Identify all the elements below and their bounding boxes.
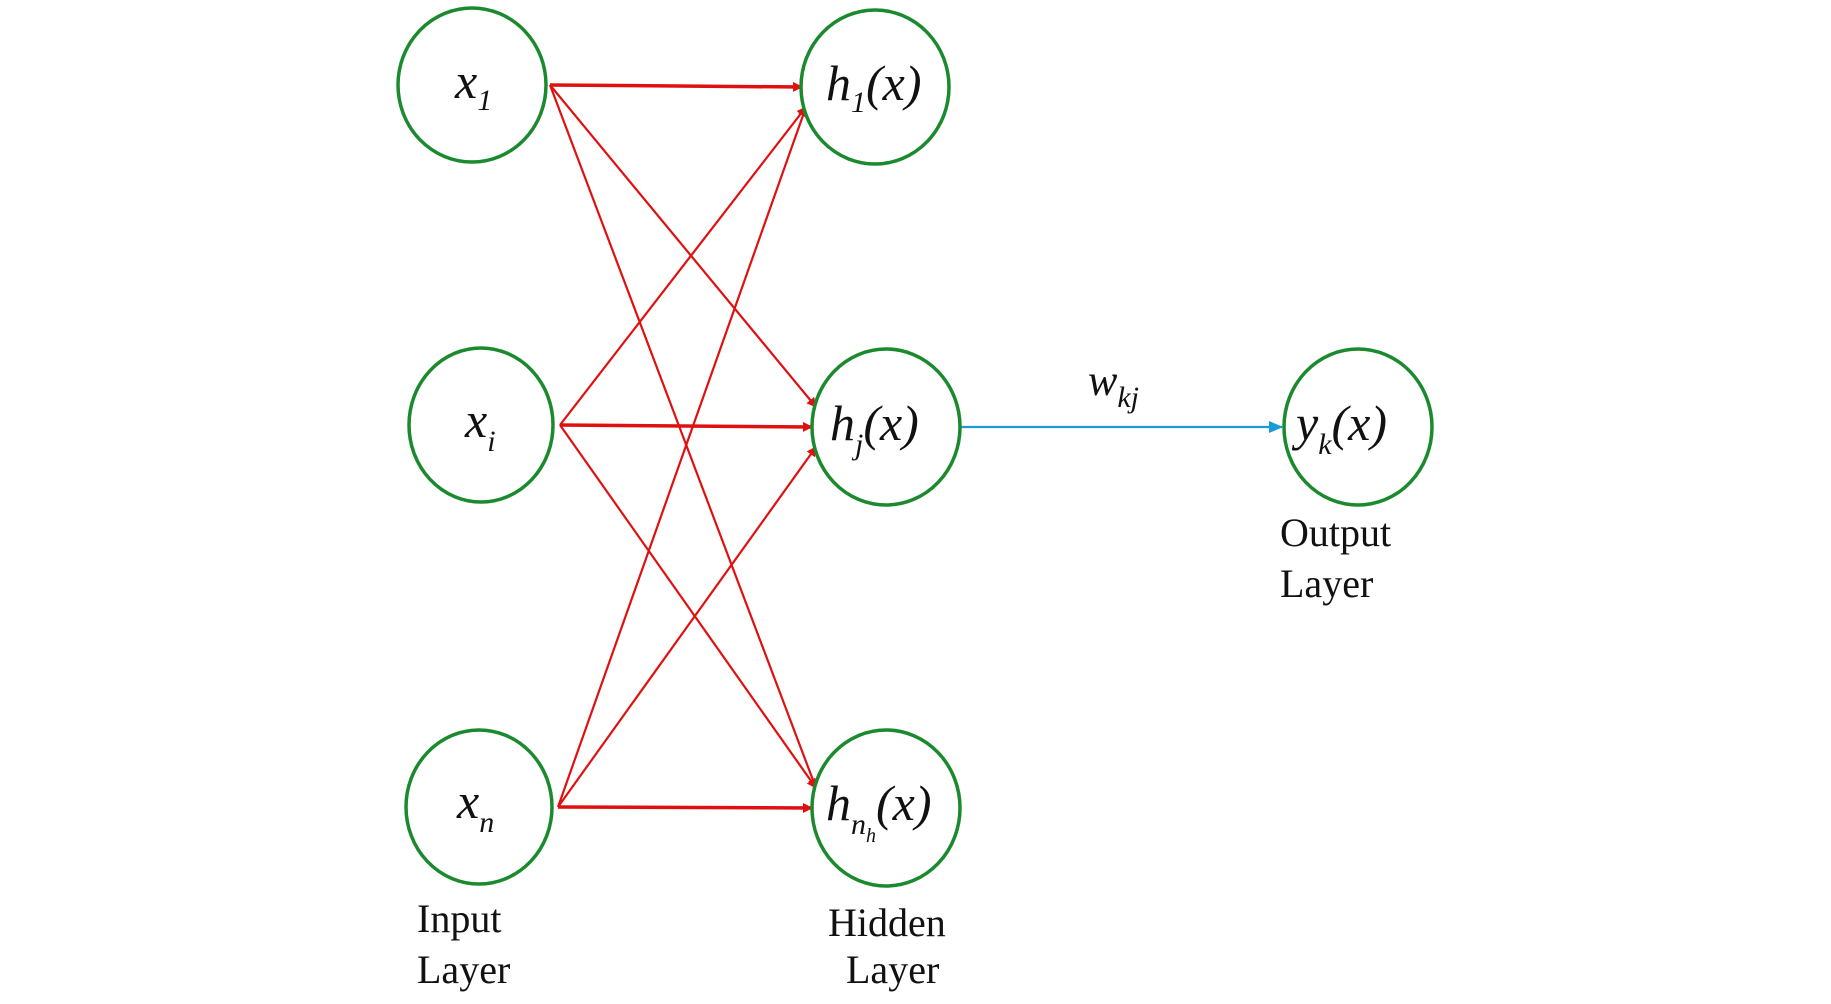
- edge-xn-hnh: [557, 802, 813, 813]
- edge-xi-hnh: [559, 424, 817, 789]
- node-xi: [407, 346, 555, 504]
- edge-xi-hj: [559, 421, 813, 432]
- edge-x1-hnh: [548, 84, 818, 789]
- edge-xi-h1: [559, 106, 807, 426]
- input-layer-label: Input Layer: [417, 896, 511, 992]
- label-xi: xi: [464, 392, 496, 458]
- output-layer-label: Output Layer: [1280, 510, 1401, 606]
- edge-xn-hj: [557, 446, 817, 808]
- label-yk: yk(x): [1291, 395, 1387, 461]
- edge-x1-hj: [549, 84, 817, 408]
- node-yk: [1282, 347, 1434, 507]
- label-hnh: hnh(x): [826, 775, 932, 847]
- node-xn: [404, 728, 554, 886]
- edges: [548, 81, 1283, 813]
- node-hnh: [810, 728, 962, 888]
- node-hj: [810, 347, 962, 507]
- hidden-layer-label: Hidden Layer: [828, 900, 956, 992]
- label-x1: x1: [454, 53, 492, 117]
- edge-x1-h1: [549, 81, 803, 92]
- label-hj: hj(x): [830, 395, 919, 461]
- label-xn: xn: [456, 773, 494, 839]
- node-h1: [799, 8, 951, 166]
- label-h1: h1(x): [826, 55, 922, 119]
- weight-label: wkj: [1088, 356, 1139, 414]
- edge-xn-h1: [556, 106, 808, 808]
- node-x1: [396, 6, 548, 164]
